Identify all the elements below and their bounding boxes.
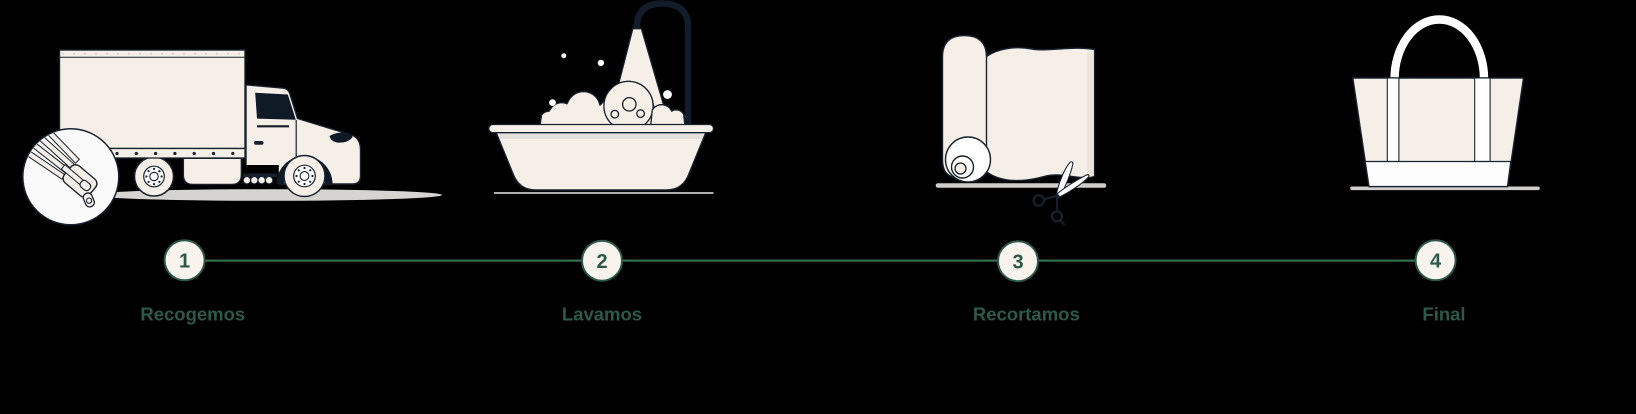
svg-text:2: 2 (596, 251, 607, 273)
svg-text:Lavamos: Lavamos (562, 304, 642, 325)
svg-text:Final: Final (1422, 304, 1465, 325)
svg-text:3: 3 (1012, 251, 1023, 273)
svg-text:4: 4 (1430, 251, 1442, 273)
svg-text:1: 1 (179, 251, 190, 273)
svg-text:Recortamos: Recortamos (973, 304, 1080, 325)
svg-text:Recogemos: Recogemos (140, 304, 245, 325)
